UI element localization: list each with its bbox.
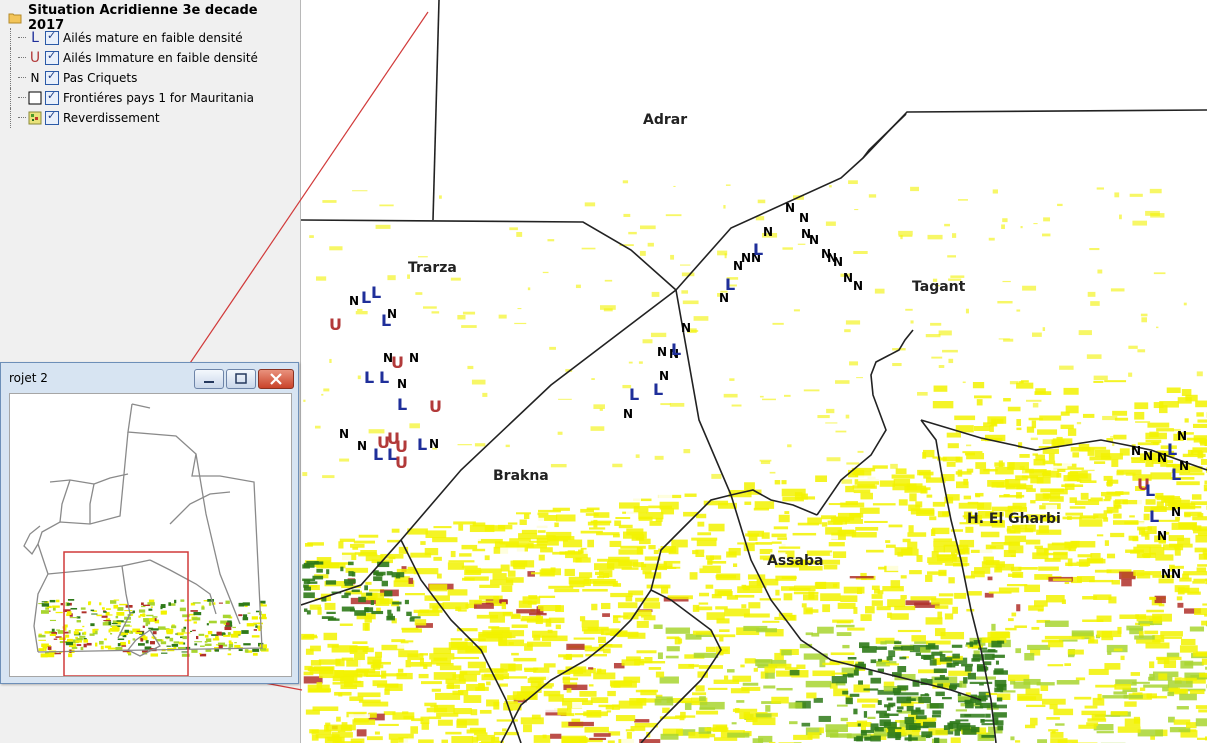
overview-extent-box [63,551,189,676]
layer-row-mature[interactable]: L Ailés mature en faible densité [8,28,288,48]
svg-text:N: N [763,225,773,239]
svg-text:N: N [357,439,367,453]
svg-text:L: L [364,368,374,387]
svg-text:N: N [1161,567,1171,581]
svg-text:N: N [397,377,407,391]
svg-text:N: N [1171,505,1181,519]
layer-label-mature: Ailés mature en faible densité [63,31,243,45]
svg-text:N: N [1179,459,1189,473]
layer-checkbox-borders[interactable] [45,89,59,105]
svg-text:N: N [681,321,691,335]
layer-tree: Situation Acridienne 3e decade 2017 L Ai… [8,3,288,128]
overview-window[interactable]: rojet 2 [0,362,299,684]
svg-text:U: U [391,353,404,372]
svg-text:U: U [429,397,442,416]
svg-text:N: N [799,211,809,225]
close-icon [270,373,282,385]
svg-text:L: L [1149,507,1159,526]
layer-row-borders[interactable]: Frontiéres pays 1 for Mauritania [8,88,288,108]
region-label-adrar: Adrar [643,112,688,128]
svg-text:L: L [671,340,681,359]
svg-text:N: N [1177,429,1187,443]
svg-text:L: L [379,368,389,387]
svg-text:U: U [329,315,342,334]
svg-text:N: N [409,351,419,365]
svg-text:U: U [1137,475,1150,494]
layer-checkbox-no-locust[interactable] [45,69,59,85]
svg-text:L: L [725,275,735,294]
svg-text:N: N [833,255,843,269]
overview-window-title: rojet 2 [9,371,48,385]
svg-text:L: L [373,445,383,464]
svg-text:N: N [429,437,439,451]
region-label-brakna: Brakna [493,468,549,484]
region-label-tagant: Tagant [912,279,966,295]
layer-checkbox-immature[interactable] [45,49,59,65]
no-locust-symbol-icon: N [30,71,40,85]
overview-borders [23,403,263,657]
svg-text:L: L [361,288,371,307]
svg-text:N: N [821,247,831,261]
svg-text:N: N [659,369,669,383]
svg-text:N: N [733,259,743,273]
layer-row-greening[interactable]: Reverdissement [8,108,288,128]
svg-text:L: L [397,395,407,414]
region-borders [301,0,1207,743]
raster-symbol-icon [28,111,42,125]
region-label-trarza: Trarza [408,260,457,276]
svg-text:N: N [827,251,837,265]
greening-raster [301,180,1207,743]
svg-text:L: L [753,240,763,259]
svg-text:L: L [629,385,639,404]
svg-text:N: N [809,233,819,247]
svg-text:L: L [1145,481,1155,500]
svg-text:N: N [623,407,633,421]
svg-text:N: N [1131,444,1141,458]
maximize-button[interactable] [226,369,256,389]
layer-label-immature: Ailés Immature en faible densité [63,51,258,65]
maximize-icon [235,373,247,384]
svg-text:L: L [653,380,663,399]
svg-text:U: U [395,453,408,472]
layer-group[interactable]: Situation Acridienne 3e decade 2017 [8,3,288,33]
region-label-assaba: Assaba [767,553,824,569]
layer-label-borders: Frontiéres pays 1 for Mauritania [63,91,255,105]
layer-checkbox-mature[interactable] [45,29,59,45]
svg-text:N: N [1157,451,1167,465]
svg-text:N: N [657,345,667,359]
layer-row-immature[interactable]: U Ailés Immature en faible densité [8,48,288,68]
svg-text:N: N [843,271,853,285]
svg-text:N: N [1171,567,1181,581]
svg-text:N: N [741,251,751,265]
overview-map[interactable] [9,393,292,677]
layer-label-greening: Reverdissement [63,111,160,125]
svg-text:N: N [1143,449,1153,463]
svg-text:N: N [853,279,863,293]
svg-text:L: L [1171,465,1181,484]
layer-row-no-locust[interactable]: N Pas Criquets [8,68,288,88]
folder-icon [8,11,22,25]
polygon-symbol-icon [28,91,42,105]
svg-text:L: L [371,283,381,302]
mature-locust-symbol-icon: L [31,30,39,46]
svg-text:L: L [417,435,427,454]
svg-text:N: N [801,227,811,241]
svg-text:N: N [785,201,795,215]
immature-locust-symbol-icon: U [29,50,41,66]
svg-text:L: L [381,311,391,330]
svg-text:N: N [1157,529,1167,543]
svg-text:N: N [669,347,679,361]
layer-checkbox-greening[interactable] [45,109,59,125]
svg-text:N: N [751,251,761,265]
svg-text:N: N [349,294,359,308]
svg-text:N: N [339,427,349,441]
close-button[interactable] [258,369,294,389]
region-label-h-el-gharbi: H. El Gharbi [967,511,1061,527]
svg-text:N: N [719,291,729,305]
minimize-button[interactable] [194,369,224,389]
svg-text:L: L [1167,440,1177,459]
layer-label-no-locust: Pas Criquets [63,71,138,85]
minimize-icon [204,381,214,383]
